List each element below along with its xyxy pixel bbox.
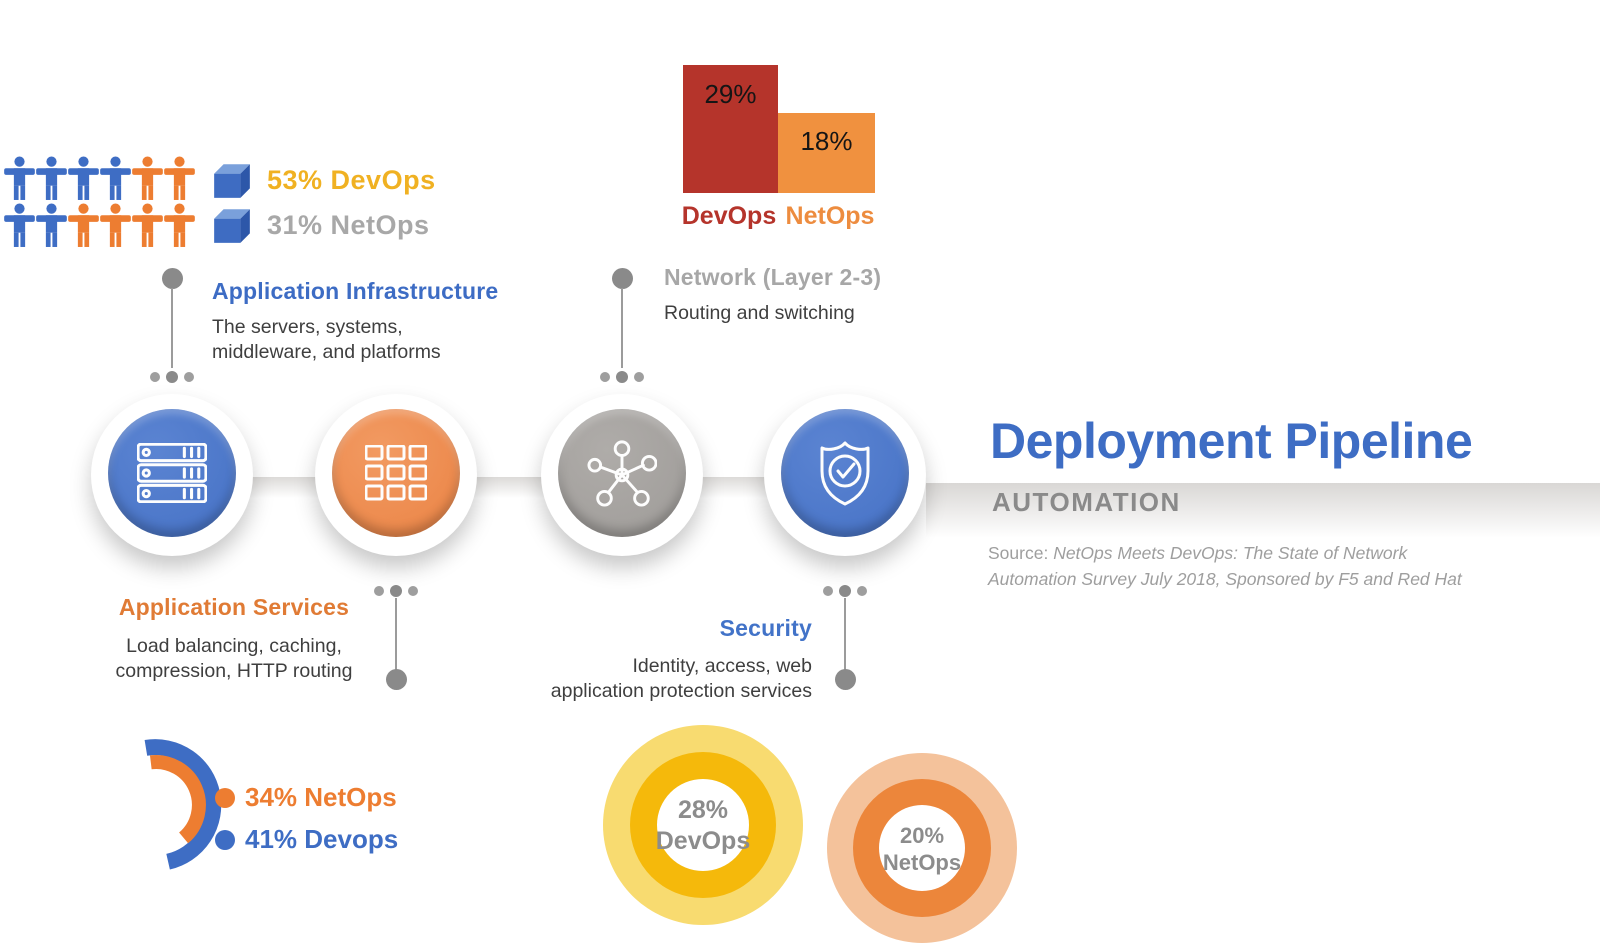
source-text: Automation Survey July 2018, Sponsored b… xyxy=(988,569,1462,589)
connector-dot xyxy=(166,371,178,383)
connector-dot xyxy=(184,372,194,382)
title-band xyxy=(926,483,1600,538)
person-icon xyxy=(36,156,67,201)
donut-netops-label: 20% NetOps xyxy=(858,822,986,876)
connector-line xyxy=(395,598,397,670)
bar-label-devops: DevOps xyxy=(681,202,777,230)
connector-dot xyxy=(390,585,402,597)
connector-dot xyxy=(150,372,160,382)
connector-dot xyxy=(857,586,867,596)
page-subtitle: AUTOMATION xyxy=(992,487,1181,517)
person-icon xyxy=(68,156,99,201)
cube-icon xyxy=(211,205,253,245)
node-application-services xyxy=(315,394,477,556)
connector-dot xyxy=(823,586,833,596)
node-network xyxy=(541,394,703,556)
person-icon xyxy=(132,203,163,248)
donut-netops-hole xyxy=(879,805,965,891)
pictogram-row xyxy=(4,203,195,249)
cube-icon xyxy=(211,160,253,200)
stage-description: Routing and switching xyxy=(664,302,855,324)
bar-value: 29% xyxy=(704,79,757,109)
person-icon xyxy=(164,156,195,201)
connector-dot xyxy=(839,585,851,597)
source-line: Source: NetOps Meets DevOps: The State o… xyxy=(988,540,1462,566)
donut-devops-label: 28% DevOps xyxy=(638,795,768,857)
arc-legend-label: 41% Devops xyxy=(245,824,399,854)
stage-description: The servers, systems, middleware, and pl… xyxy=(212,316,441,363)
connector-line xyxy=(621,288,623,368)
source-label: Source: xyxy=(988,543,1054,563)
donut-category: NetOps xyxy=(882,850,962,875)
stage-title: Security xyxy=(719,615,812,641)
pictogram-row xyxy=(4,156,195,202)
connector-dot xyxy=(600,372,610,382)
source-note: Source: NetOps Meets DevOps: The State o… xyxy=(988,540,1462,592)
shield-icon xyxy=(781,409,909,537)
connector-dot xyxy=(616,371,628,383)
arc-legend-devops: 41% Devops xyxy=(215,824,398,855)
connector-dot xyxy=(634,372,644,382)
pictogram-legend-netops: 31% NetOps xyxy=(211,205,430,245)
connector-dot xyxy=(835,669,856,690)
network-icon xyxy=(558,409,686,537)
person-icon xyxy=(100,156,131,201)
stage-title: Application Services xyxy=(118,594,350,620)
bar-devops: 29% xyxy=(683,65,778,193)
donut-category: DevOps xyxy=(655,827,751,855)
stage-title: Application Infrastructure xyxy=(212,278,499,304)
legend-dot-icon xyxy=(215,829,235,850)
stage-description: Load balancing, caching, compression, HT… xyxy=(115,635,353,682)
stage-label-application-services: Application Services Load balancing, cac… xyxy=(73,594,395,684)
pictogram-legend-label: 53% DevOps xyxy=(267,164,436,195)
node-security xyxy=(764,394,926,556)
arc-legend-netops: 34% NetOps xyxy=(215,782,397,813)
stage-label-network: Network (Layer 2-3) Routing and switchin… xyxy=(664,264,881,326)
donut-value: 20% xyxy=(899,823,945,848)
person-icon xyxy=(164,203,195,248)
stage-description: Identity, access, web application protec… xyxy=(550,655,812,702)
pictogram-legend-devops: 53% DevOps xyxy=(211,160,436,200)
connector-line xyxy=(844,598,846,670)
stage-label-application-infrastructure: Application Infrastructure The servers, … xyxy=(212,278,498,365)
arc-legend-label: 34% NetOps xyxy=(245,782,397,812)
source-text: NetOps Meets DevOps: The State of Networ… xyxy=(1053,543,1408,563)
connector-dot xyxy=(162,268,183,289)
connector-dot xyxy=(374,586,384,596)
pipeline-band xyxy=(172,477,845,498)
legend-dot-icon xyxy=(215,787,235,808)
person-icon xyxy=(100,203,131,248)
connector-dot xyxy=(612,268,633,289)
donut-devops-hole xyxy=(657,779,749,871)
bar-value: 18% xyxy=(800,126,853,156)
bar-label-netops: NetOps xyxy=(785,202,875,230)
pictogram-chart xyxy=(4,156,195,249)
stage-title: Network (Layer 2-3) xyxy=(664,264,882,290)
grid-icon xyxy=(332,409,460,537)
person-icon xyxy=(68,203,99,248)
server-icon xyxy=(108,409,236,537)
page-title: Deployment Pipeline xyxy=(990,413,1473,469)
person-icon xyxy=(36,203,67,248)
person-icon xyxy=(4,203,35,248)
stage-label-security: Security Identity, access, web applicati… xyxy=(494,615,812,704)
connector-line xyxy=(171,288,173,368)
bar-netops: 18% xyxy=(778,113,875,193)
connector-dot xyxy=(408,586,418,596)
donut-value: 28% xyxy=(677,796,729,824)
connector-dot xyxy=(386,669,407,690)
arc-chart xyxy=(144,739,222,870)
person-icon xyxy=(132,156,163,201)
person-icon xyxy=(4,156,35,201)
pictogram-legend-label: 31% NetOps xyxy=(267,209,430,240)
node-application-infrastructure xyxy=(91,394,253,556)
